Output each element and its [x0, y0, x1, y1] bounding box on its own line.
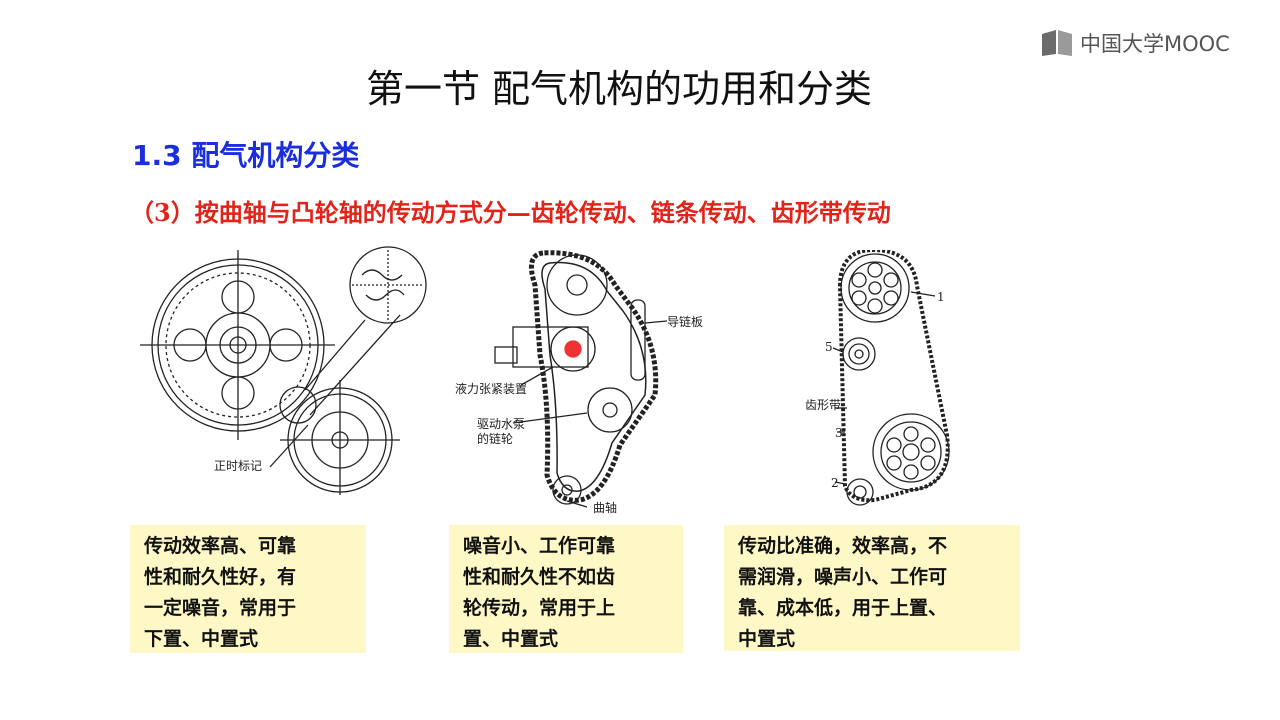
note-line: 性和耐久性好，有: [144, 566, 297, 588]
belt-drive-diagram: [832, 247, 950, 506]
note-chain-drive: 噪音小、工作可靠 性和耐久性不如齿 轮传动，常用于上 置、中置式: [449, 525, 683, 653]
mooc-logo-icon: [1042, 30, 1072, 56]
note-line: 置、中置式: [463, 628, 559, 650]
note-line: 噪音小、工作可靠: [463, 535, 616, 557]
note-line: 传动比准确，效率高，不: [738, 535, 948, 557]
slide-title: 第一节 配气机构的功用和分类: [365, 67, 873, 111]
chain-drive-diagram: [494, 250, 668, 508]
label-guide-plate: 导链板: [667, 315, 704, 329]
note-line: 传动效率高、可靠: [144, 535, 297, 557]
label-belt-2: 2: [831, 476, 839, 490]
note-line: 轮传动，常用于上: [463, 597, 616, 619]
label-timing-mark: 正时标记: [214, 459, 263, 473]
belt-drive-figure: 1 5 齿形带 3 2: [805, 247, 975, 520]
note-line: 靠、成本低，用于上置、: [738, 597, 948, 619]
label-crankshaft: 曲轴: [593, 501, 618, 515]
label-belt-5: 5: [825, 340, 833, 354]
chain-drive-figure: 导链板 液力张紧装置 驱动水泵 的链轮 曲轴: [455, 245, 755, 515]
label-pump-sprocket-2: 的链轮: [477, 432, 514, 446]
note-line: 需润滑，噪声小、工作可: [738, 566, 948, 588]
subsection-heading: （3）按曲轴与凸轮轴的传动方式分—齿轮传动、链条传动、齿形带传动: [130, 198, 891, 227]
label-pump-sprocket-1: 驱动水泵: [477, 417, 526, 431]
label-belt-3: 3: [835, 426, 843, 440]
label-belt-1: 1: [937, 290, 945, 304]
mooc-logo-text: 中国大学MOOC: [1080, 32, 1230, 56]
note-line: 下置、中置式: [144, 628, 259, 650]
section-heading: 1.3 配气机构分类: [132, 139, 360, 172]
note-line: 性和耐久性不如齿: [463, 566, 616, 588]
note-line: 中置式: [738, 628, 796, 650]
gear-drive-figure: 正时标记: [130, 245, 440, 495]
gear-drive-diagram: [140, 246, 427, 495]
label-tensioner: 液力张紧装置: [455, 382, 528, 396]
note-belt-drive: 传动比准确，效率高，不 需润滑，噪声小、工作可 靠、成本低，用于上置、 中置式: [724, 525, 1020, 651]
mooc-logo: 中国大学MOOC: [1040, 28, 1230, 58]
note-line: 一定噪音，常用于: [144, 597, 297, 619]
label-toothed-belt: 齿形带: [805, 398, 842, 412]
note-gear-drive: 传动效率高、可靠 性和耐久性好，有 一定噪音，常用于 下置、中置式: [130, 525, 366, 653]
